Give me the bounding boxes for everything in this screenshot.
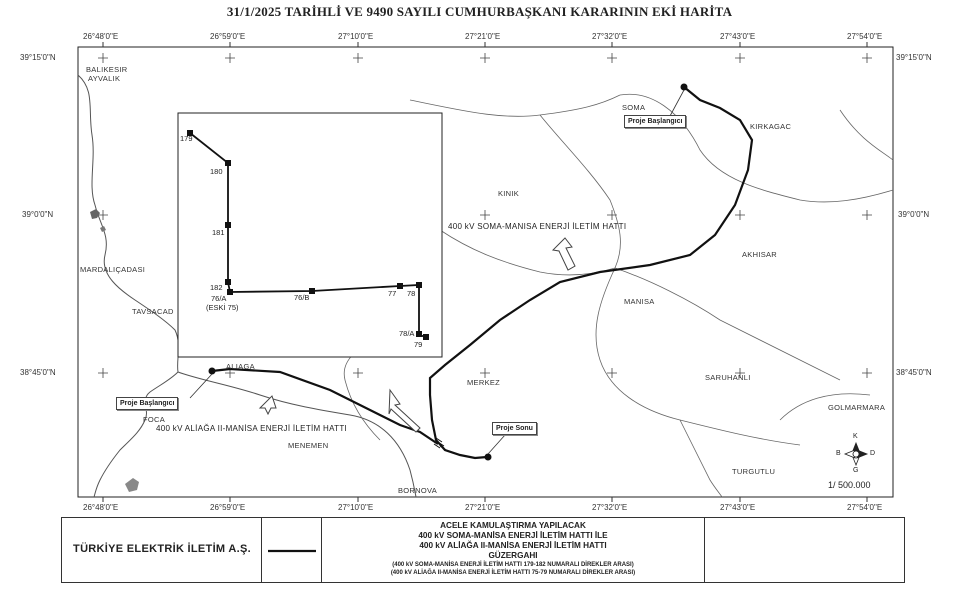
- map-scale: 1/ 500.000: [828, 480, 871, 490]
- place-saruhanli: SARUHANLI: [705, 373, 751, 382]
- soma-start-point: [680, 83, 688, 91]
- arrow-aliaga-small: [258, 395, 277, 416]
- place-aliaga: ALIAGA: [226, 362, 255, 371]
- aliaga-start-point: [208, 367, 216, 375]
- inset-towers: [187, 130, 429, 340]
- coord-bottom-1: 26°48'0"E: [83, 503, 119, 512]
- map-title: 31/1/2025 TARİHLİ VE 9490 SAYILI CUMHURB…: [226, 4, 733, 19]
- compass-rose: [843, 441, 869, 467]
- callout-soma-start: Proje Başlangıcı: [624, 115, 687, 128]
- coord-left-3: 38°45'0"N: [20, 368, 56, 377]
- place-soma: SOMA: [622, 103, 646, 112]
- company-name: TÜRKİYE ELEKTRİK İLETİM A.Ş.: [73, 543, 251, 555]
- coord-left-1: 39°15'0"N: [20, 53, 56, 62]
- inset-label-79: 79: [414, 340, 423, 349]
- legend-description: ACELE KAMULAŞTIRMA YAPILACAK 400 kV SOMA…: [322, 521, 704, 561]
- legend-sub-1: (400 kV SOMA-MANİSA ENERJİ İLETİM HATTI …: [392, 562, 634, 568]
- coord-top-4: 27°21'0"E: [465, 32, 501, 41]
- inset-label-76b: 76/B: [294, 293, 310, 302]
- place-akhisar: AKHISAR: [742, 250, 778, 259]
- legend-company-cell: TÜRKİYE ELEKTRİK İLETİM A.Ş.: [62, 518, 262, 582]
- callout-aliaga-start: Proje Başlangıcı: [116, 397, 179, 410]
- island: [90, 209, 100, 219]
- inset-label-76a: 76/A: [211, 294, 227, 303]
- place-manisa: MANISA: [624, 297, 655, 306]
- legend-sub-2: (400 kV ALİAĞA II-MANİSA ENERJİ İLETİM H…: [390, 570, 636, 576]
- place-golmarmara: GOLMARMARA: [828, 403, 886, 412]
- legend-line-3: 400 kV ALİAĞA II-MANİSA ENERJİ İLETİM HA…: [419, 541, 607, 550]
- inset-label-eski75: (ESKİ 75): [206, 303, 239, 312]
- coord-bottom-7: 27°54'0"E: [847, 503, 883, 512]
- legend-line-2: 400 kV SOMA-MANİSA ENERJİ İLETİM HATTI İ…: [418, 531, 608, 540]
- inset-label-78a: 78/A: [399, 329, 415, 338]
- label-soma-manisa-line: 400 kV SOMA-MANISA ENERJİ İLETİM HATTI: [448, 222, 627, 231]
- detail-inset: [177, 112, 443, 358]
- coord-top-2: 26°59'0"E: [210, 32, 246, 41]
- compass-east: D: [870, 450, 876, 457]
- coastline: [77, 74, 179, 498]
- place-turgutlu: TURGUTLU: [732, 467, 776, 476]
- island: [100, 226, 106, 232]
- inset-label-78: 78: [407, 289, 416, 298]
- callout-project-end: Proje Sonu: [492, 422, 537, 435]
- coastline-bay: [177, 371, 417, 498]
- legend-box: TÜRKİYE ELEKTRİK İLETİM A.Ş. ACELE KAMUL…: [61, 517, 905, 583]
- inset-label-180: 180: [210, 167, 223, 176]
- coord-top-1: 26°48'0"E: [83, 32, 119, 41]
- coord-bottom-4: 27°21'0"E: [465, 503, 501, 512]
- coord-top-6: 27°43'0"E: [720, 32, 756, 41]
- coord-right-1: 39°15'0"N: [896, 53, 932, 62]
- place-ayvalik: AYVALIK: [88, 74, 121, 83]
- project-end-point: [484, 453, 492, 461]
- convergence-ticks: [433, 437, 447, 451]
- arrow-soma: [551, 237, 576, 271]
- place-kinik: KINIK: [498, 189, 520, 198]
- direction-arrows: [258, 237, 576, 433]
- transmission-line-soma-manisa: [428, 86, 754, 460]
- coord-bottom-5: 27°32'0"E: [592, 503, 628, 512]
- legend-line-symbol: [268, 549, 316, 553]
- coord-top-5: 27°32'0"E: [592, 32, 628, 41]
- place-bornova: BORNOVA: [398, 486, 438, 495]
- inset-label-181: 181: [212, 228, 225, 237]
- island: [125, 478, 139, 492]
- coord-right-2: 39°0'0"N: [898, 210, 930, 219]
- coord-left-2: 39°0'0"N: [22, 210, 54, 219]
- graticule-crosses: [98, 53, 872, 378]
- coord-right-3: 38°45'0"N: [896, 368, 932, 377]
- compass-north: K: [853, 433, 858, 440]
- compass-south: G: [853, 467, 859, 474]
- coord-bottom-2: 26°59'0"E: [210, 503, 246, 512]
- inset-label-179: 179: [180, 134, 193, 143]
- place-tavsacad: TAVSACAD: [132, 307, 174, 316]
- place-mardalicadasi: MARDALIÇADASI: [80, 265, 146, 274]
- place-balikesir: BALIKESIR: [86, 65, 128, 74]
- legend-subnotes: (400 kV SOMA-MANİSA ENERJİ İLETİM HATTI …: [322, 561, 704, 577]
- place-merkez: MERKEZ: [467, 378, 501, 387]
- legend-description-cell: ACELE KAMULAŞTIRMA YAPILACAK 400 kV SOMA…: [322, 518, 705, 582]
- place-menemen: MENEMEN: [288, 441, 329, 450]
- arrow-aliaga: [388, 388, 421, 433]
- place-foca: FOCA: [143, 415, 166, 424]
- inset-label-77: 77: [388, 289, 397, 298]
- coord-bottom-3: 27°10'0"E: [338, 503, 374, 512]
- legend-symbol-cell: [262, 518, 322, 582]
- label-aliaga-manisa-line: 400 kV ALİAĞA II-MANİSA ENERJİ İLETİM HA…: [156, 424, 348, 433]
- legend-empty-cell: [705, 518, 904, 582]
- compass-west: B: [836, 450, 841, 457]
- place-kirkagac: KIRKAGAC: [750, 122, 792, 131]
- callout-leaders: [189, 89, 685, 455]
- coord-top-3: 27°10'0"E: [338, 32, 374, 41]
- coord-top-7: 27°54'0"E: [847, 32, 883, 41]
- inset-label-182: 182: [210, 283, 223, 292]
- legend-line-1: ACELE KAMULAŞTIRMA YAPILACAK: [440, 521, 586, 530]
- legend-line-4: GÜZERGAHI: [488, 551, 538, 560]
- coord-bottom-6: 27°43'0"E: [720, 503, 756, 512]
- graticule-ticks: [102, 42, 868, 502]
